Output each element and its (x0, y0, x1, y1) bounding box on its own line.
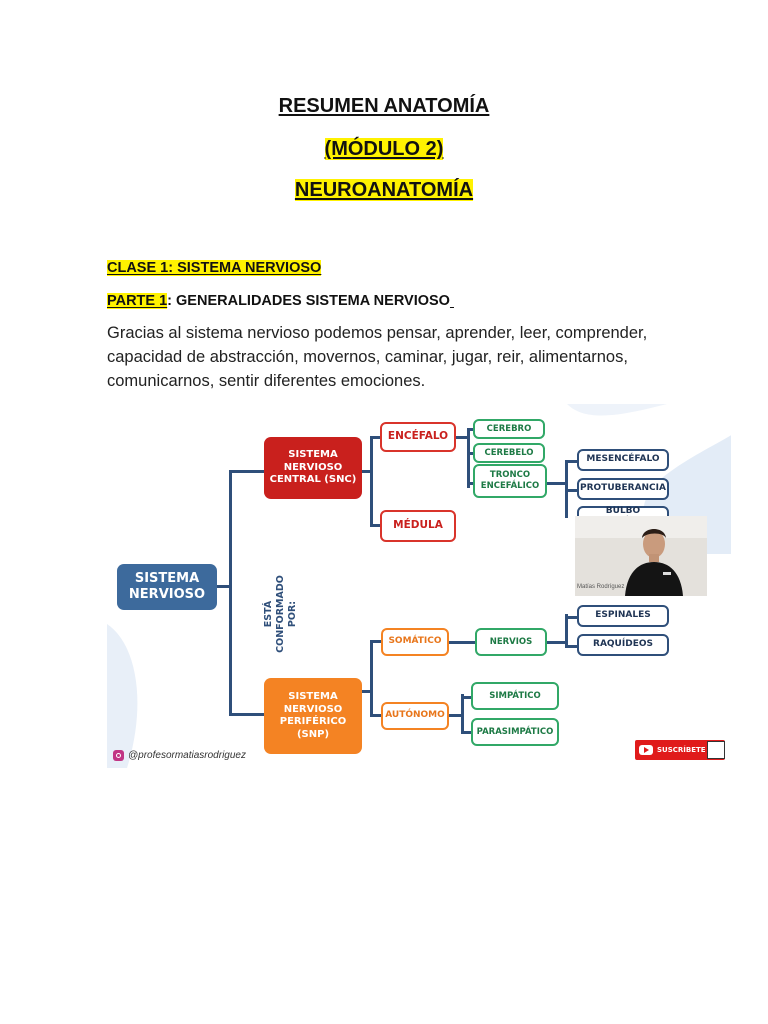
nervios-out (545, 641, 567, 644)
simpatico-node: SIMPÁTICO (471, 682, 559, 710)
title-main: RESUMEN ANATOMÍA (278, 95, 490, 117)
subscribe-label: SUSCRÍBETE (657, 746, 706, 754)
cerebro-link (467, 428, 475, 431)
autonomo-link (370, 714, 382, 717)
raquideos-link (565, 645, 577, 648)
youtube-icon (639, 745, 653, 755)
protuberancia-node: PROTUBERANCIA (577, 478, 669, 500)
instagram-icon (113, 750, 124, 761)
clase-heading: CLASE 1: SISTEMA NERVIOSO (107, 260, 322, 276)
cerebelo-node: CEREBELO (473, 443, 545, 463)
title-module: (MÓDULO 2) (324, 138, 444, 160)
mesencefalo-node: MESENCÉFALO (577, 449, 669, 471)
snp-branch (370, 640, 373, 716)
somatico-node: SOMÁTICO (381, 628, 449, 656)
encefalo-branch (467, 428, 470, 488)
instagram-handle: @profesormatiasrodriguez (113, 750, 246, 761)
nervios-branch (565, 614, 568, 646)
snp-out (362, 690, 372, 693)
parasimpatico-node: PARASIMPÁTICO (471, 718, 559, 746)
encefalo-out (455, 436, 469, 439)
snp-node: SISTEMA NERVIOSO PERIFÉRICO (SNP) (264, 678, 362, 754)
autonomo-branch (461, 694, 464, 732)
parasimpatico-link (461, 731, 471, 734)
autonomo-out (447, 714, 463, 717)
encefalo-node: ENCÉFALO (380, 422, 456, 452)
simpatico-link (461, 696, 471, 699)
tronco-node: TRONCO ENCEFÁLICO (473, 464, 547, 498)
parte-label: PARTE 1 (107, 293, 168, 309)
protuberancia-link (565, 489, 577, 492)
connector-label: ESTÁ CONFORMADO POR: (263, 575, 298, 653)
intro-paragraph: Gracias al sistema nervioso podemos pens… (107, 324, 648, 390)
autonomo-node: AUTÓNOMO (381, 702, 449, 730)
handle-text: @profesormatiasrodriguez (128, 750, 246, 761)
subscribe-button[interactable]: SUSCRÍBETE (635, 740, 725, 760)
cerebelo-link (467, 452, 475, 455)
cerebro-node: CEREBRO (473, 419, 545, 439)
root-trunk (229, 470, 232, 716)
encefalo-link (370, 436, 382, 439)
nervous-system-diagram: SISTEMA NERVIOSO ESTÁ CONFORMADO POR: SI… (107, 404, 731, 768)
snc-node: SISTEMA NERVIOSO CENTRAL (SNC) (264, 437, 362, 499)
mesencefalo-link (565, 460, 577, 463)
title-neuro: NEUROANATOMÍA (294, 179, 474, 201)
tronco-link (467, 482, 475, 485)
snc-branch (370, 436, 373, 524)
snp-link (229, 713, 264, 716)
video-caption: Matías Rodríguez (577, 584, 625, 590)
presenter-video: Matías Rodríguez (575, 516, 707, 596)
root-node: SISTEMA NERVIOSO (117, 564, 217, 610)
presenter-figure (575, 516, 707, 596)
snc-link (229, 470, 264, 473)
espinales-node: ESPINALES (577, 605, 669, 627)
medula-link (370, 524, 382, 527)
espinales-link (565, 616, 577, 619)
raquideos-node: RAQUÍDEOS (577, 634, 669, 656)
nervios-node: NERVIOS (475, 628, 547, 656)
somatico-link (370, 640, 382, 643)
medula-node: MÉDULA (380, 510, 456, 542)
channel-avatar (707, 741, 725, 759)
snc-out (362, 470, 372, 473)
somatico-out (447, 641, 477, 644)
root-link (217, 585, 232, 588)
parte-heading: PARTE 1: GENERALIDADES SISTEMA NERVIOSO (107, 293, 454, 309)
parte-text: : GENERALIDADES SISTEMA NERVIOSO (167, 293, 450, 309)
tronco-out (547, 482, 567, 485)
